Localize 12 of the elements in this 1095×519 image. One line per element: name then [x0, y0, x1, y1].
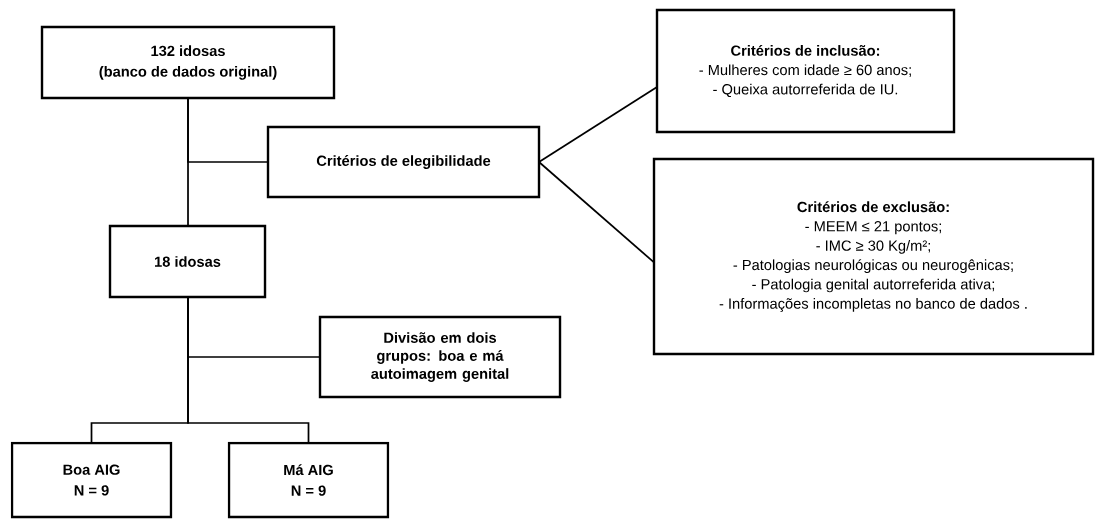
criteria-box: Critérios de exclusão: - MEEM ≤ 21 pontos; - IMC ≥ 30 Kg/m²; - Patologias neurológicas ou neurogênicas; - Patologia genital autorreferida ativa; - Informações incompletas no banco de dados .	[652, 157, 1095, 356]
process-box: Boa AIG N = 9	[10, 441, 173, 519]
process-box: 132 idosas (banco de dados original)	[40, 25, 336, 100]
process-box: Critérios de elegibilidade	[266, 125, 541, 199]
process-box: 18 idosas	[108, 224, 267, 299]
connector-line	[538, 86, 658, 163]
connector-line	[538, 161, 655, 264]
process-box: Má AIG N = 9	[227, 441, 390, 519]
connector-line	[187, 97, 269, 163]
connector-line	[187, 296, 310, 444]
criteria-box: Critérios de inclusão: - Mulheres com idade ≥ 60 anos; - Queixa autorreferida de IU.	[655, 8, 956, 134]
process-box: Divisão em dois grupos: boa e má autoimagem genital	[318, 315, 562, 399]
